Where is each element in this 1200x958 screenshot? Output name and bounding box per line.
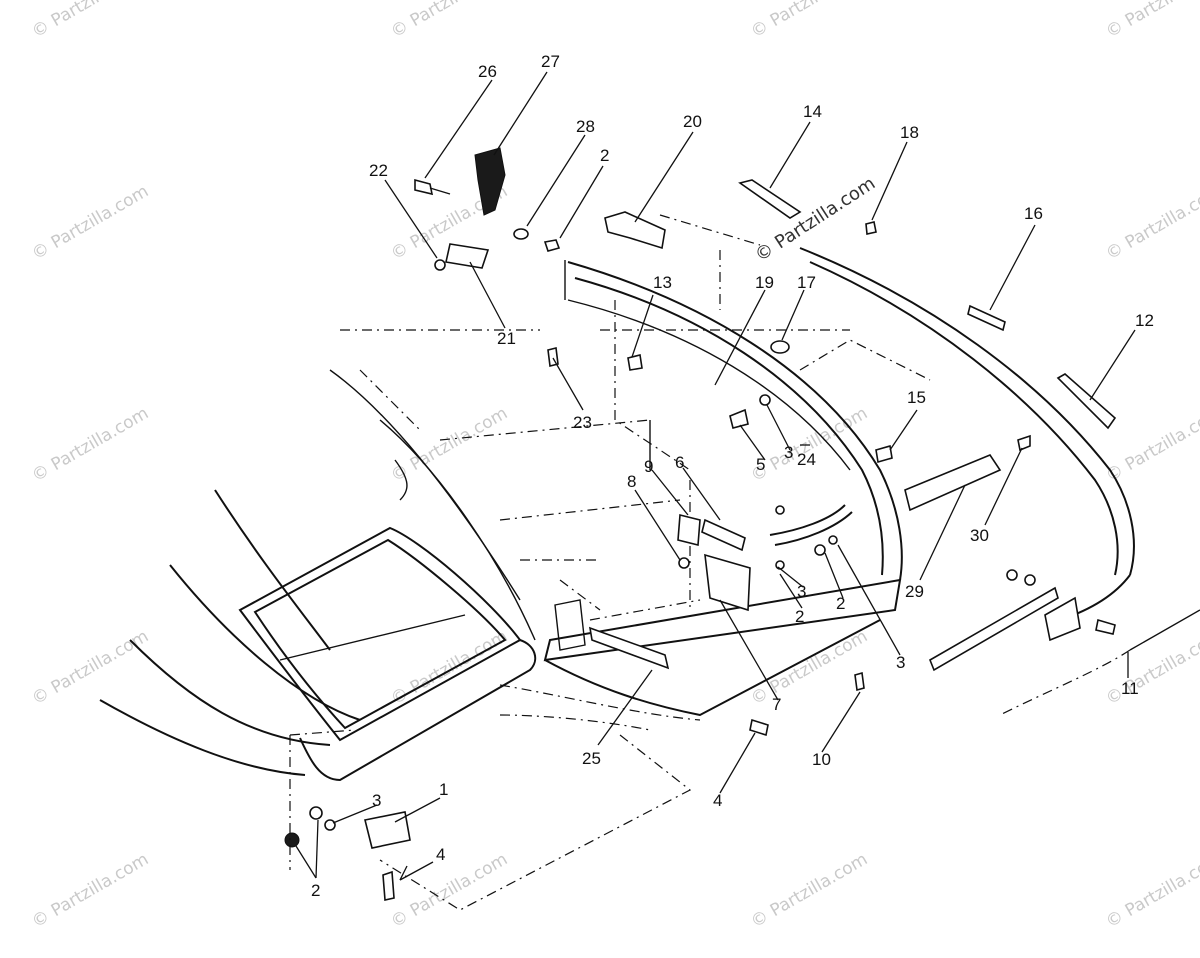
watermark-layer: © Partzilla.com © Partzilla.com © Partzi… — [29, 0, 1200, 932]
callout-19: 19 — [755, 273, 774, 292]
callout-2: 2 — [311, 881, 320, 900]
callout-7: 7 — [772, 695, 781, 714]
watermark: © Partzilla.com — [1103, 626, 1200, 709]
callout-27: 27 — [541, 52, 560, 71]
callout-26: 26 — [478, 62, 497, 81]
watermark: © Partzilla.com — [388, 626, 512, 709]
callout-22: 22 — [369, 161, 388, 180]
callout-5: 5 — [756, 455, 765, 474]
callout-13: 13 — [653, 273, 672, 292]
callout-3: 3 — [896, 653, 905, 672]
callout-3: 3 — [797, 582, 806, 601]
callout-2: 2 — [836, 594, 845, 613]
callout-17: 17 — [797, 273, 816, 292]
callout-16: 16 — [1024, 204, 1043, 223]
watermark: © Partzilla.com — [29, 181, 153, 264]
callout-24: 24 — [797, 450, 816, 469]
callout-12: 12 — [1135, 311, 1154, 330]
watermark: © Partzilla.com — [748, 0, 872, 42]
callout-28: 28 — [576, 117, 595, 136]
callout-18: 18 — [900, 123, 919, 142]
callout-30: 30 — [970, 526, 989, 545]
watermark: © Partzilla.com — [1103, 181, 1200, 264]
callout-20: 20 — [683, 112, 702, 131]
hardware-parts — [284, 147, 1117, 901]
callout-11: 11 — [1121, 679, 1139, 698]
callout-14: 14 — [803, 102, 822, 121]
callout-4: 4 — [436, 845, 445, 864]
callout-8: 8 — [627, 472, 636, 491]
watermark: © Partzilla.com — [29, 403, 153, 486]
watermark: © Partzilla.com — [1103, 849, 1200, 932]
callout-23: 23 — [573, 413, 592, 432]
watermark: © Partzilla.com — [29, 0, 153, 42]
callout-21: 21 — [497, 329, 516, 348]
callout-29: 29 — [905, 582, 924, 601]
watermark: © Partzilla.com — [1103, 0, 1200, 42]
callout-2: 2 — [600, 146, 609, 165]
bumper-tray — [379, 214, 931, 911]
callout-10: 10 — [812, 750, 831, 769]
leader-lines — [295, 71, 1136, 881]
callout-15: 15 — [907, 388, 926, 407]
callout-6: 6 — [675, 453, 684, 472]
watermark: © Partzilla.com — [748, 849, 872, 932]
side-rail — [799, 247, 1200, 716]
callout-4: 4 — [713, 791, 722, 810]
watermark: © Partzilla.com — [388, 849, 512, 932]
watermark: © Partzilla.com — [1103, 403, 1200, 486]
callout-labels: 26 27 28 2 20 14 18 22 16 13 19 17 12 21… — [311, 52, 1154, 900]
watermark: © Partzilla.com — [748, 626, 872, 709]
callout-2: 2 — [795, 607, 804, 626]
hood-body — [99, 329, 540, 782]
callout-3: 3 — [372, 791, 381, 810]
callout-1: 1 — [439, 780, 448, 799]
watermark: © Partzilla.com — [29, 849, 153, 932]
watermark: © Partzilla.com — [29, 626, 153, 709]
callout-3: 3 — [784, 443, 793, 462]
watermark: © Partzilla.com — [388, 0, 512, 42]
callout-9: 9 — [644, 457, 653, 476]
callout-25: 25 — [582, 749, 601, 768]
